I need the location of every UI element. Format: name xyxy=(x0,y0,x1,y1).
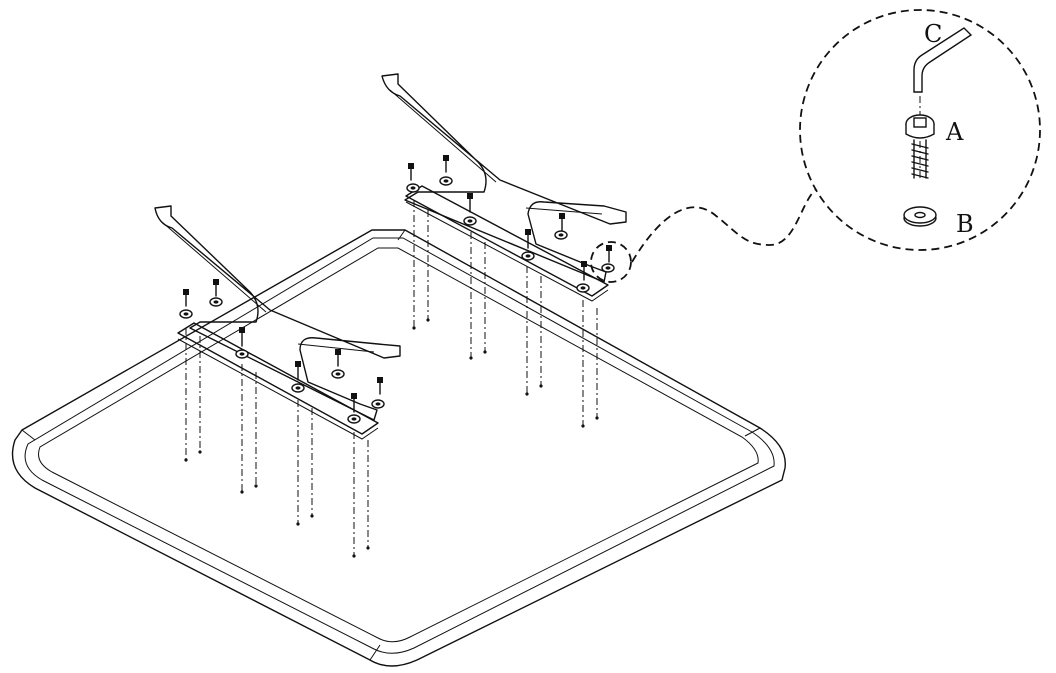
screw-set-13 xyxy=(347,393,370,558)
screw-set-9 xyxy=(209,279,223,307)
screw-set-6 xyxy=(576,261,599,428)
front-leg xyxy=(154,205,401,440)
screw-set-14 xyxy=(371,377,385,409)
screw-set-10 xyxy=(235,327,258,494)
screw-set-2 xyxy=(439,155,453,186)
screw-set-4 xyxy=(521,229,543,396)
label-b: B xyxy=(956,210,974,238)
detail-zoom: C A B xyxy=(799,9,1041,251)
detail-circle xyxy=(799,9,1041,251)
washer-icon xyxy=(903,206,937,227)
screw-set-12 xyxy=(331,349,345,379)
screw-icon xyxy=(905,114,935,179)
label-c: C xyxy=(924,20,942,48)
front-fasteners xyxy=(179,279,385,558)
screw-set-8 xyxy=(179,289,202,462)
screw-set-11 xyxy=(291,361,314,526)
hex-key-icon xyxy=(913,27,973,93)
screw-set-5 xyxy=(554,213,568,240)
screw-set-3 xyxy=(463,193,487,360)
rear-fasteners xyxy=(406,155,632,428)
screw-set-1 xyxy=(406,163,430,330)
callout-leader xyxy=(631,189,816,263)
label-a: A xyxy=(945,118,964,146)
screw-set-7 xyxy=(601,245,615,273)
detail-callout-small xyxy=(590,241,632,283)
table-top xyxy=(11,229,786,667)
